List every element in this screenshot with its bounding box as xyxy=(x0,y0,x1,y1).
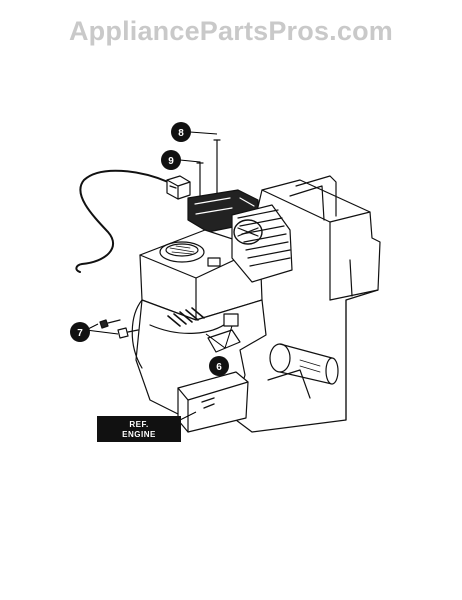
screw-9 xyxy=(196,161,204,199)
callout-8: 8 xyxy=(171,122,191,142)
callout-6-label: 6 xyxy=(216,362,222,373)
callout-8-label: 8 xyxy=(178,128,184,139)
output-shaft xyxy=(269,343,339,385)
ignition-wire xyxy=(75,169,169,273)
screw-8 xyxy=(213,139,221,199)
cylinder-head xyxy=(231,204,293,283)
callout-9: 9 xyxy=(161,150,181,170)
ref-label-line1: REF. xyxy=(129,420,148,429)
watermark-text: AppliancePartsPros.com xyxy=(68,16,393,46)
callout-9-label: 9 xyxy=(168,156,174,167)
callout-7-label: 7 xyxy=(77,328,83,339)
ref-engine-label: REF. ENGINE xyxy=(97,416,181,442)
ref-label-line2: ENGINE xyxy=(122,430,156,439)
spark-plug-boot xyxy=(166,175,191,200)
callout-7: 7 xyxy=(70,322,90,342)
bolt-7 xyxy=(99,319,139,339)
callout-6: 6 xyxy=(209,356,229,376)
